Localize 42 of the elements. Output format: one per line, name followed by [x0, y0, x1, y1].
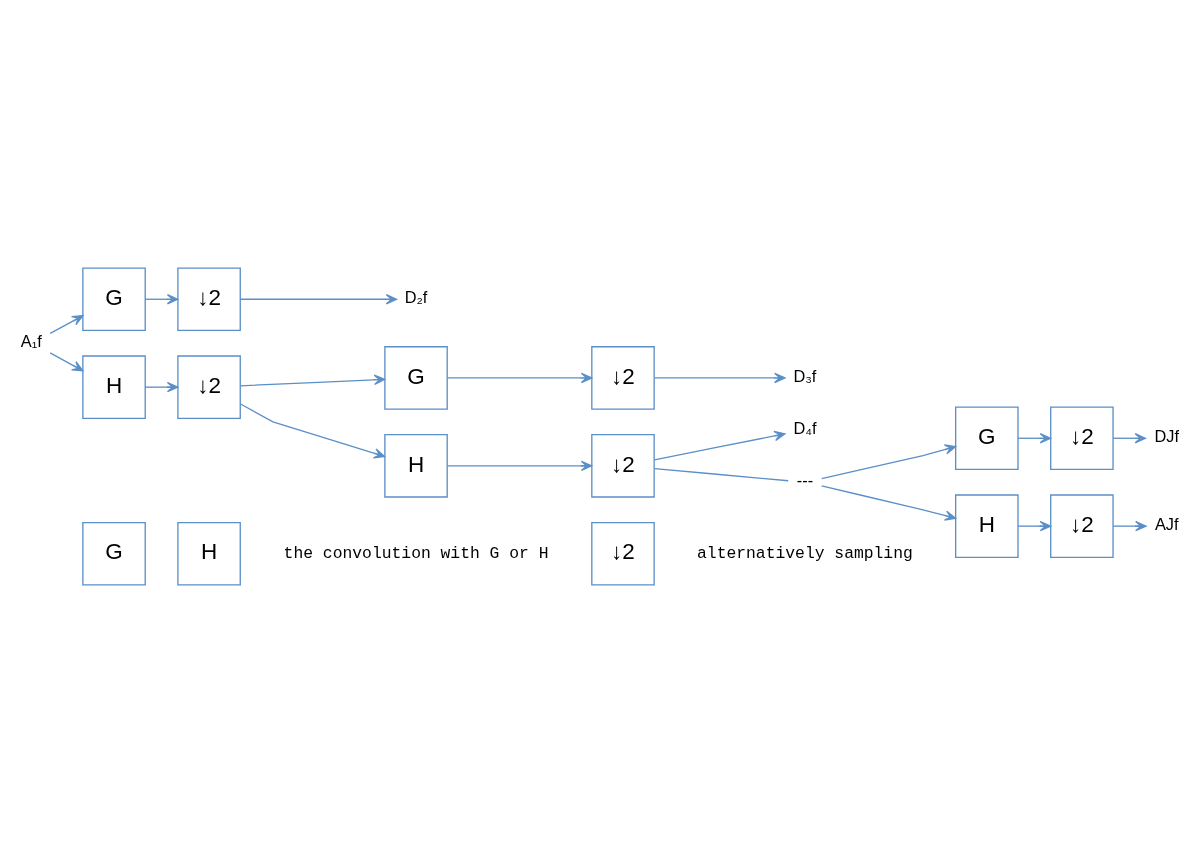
- node-box: G: [82, 266, 146, 331]
- arrow: [653, 430, 786, 460]
- arrow: [1017, 432, 1052, 443]
- node-text: AJf: [1154, 514, 1179, 533]
- arrow: [653, 372, 786, 383]
- node-box: G: [384, 345, 448, 410]
- arrow: [49, 351, 84, 371]
- arrow: [239, 402, 386, 458]
- node-box: ↓2: [177, 354, 241, 419]
- node-text: A₁f: [20, 331, 42, 350]
- node-box: H: [177, 521, 241, 586]
- node-box: H: [955, 493, 1019, 558]
- connector: [653, 467, 789, 481]
- arrow: [144, 293, 179, 305]
- arrow: [1017, 520, 1052, 531]
- node-box: ↓2: [591, 433, 655, 498]
- arrow: [144, 381, 179, 392]
- node-box: ↓2: [1050, 493, 1114, 558]
- arrow: [49, 314, 84, 334]
- node-text: D₂f: [404, 287, 428, 306]
- node-box: H: [384, 433, 448, 498]
- arrow: [821, 484, 957, 521]
- node-box: ↓2: [177, 266, 241, 331]
- arrow: [1112, 520, 1147, 531]
- node-text: D₃f: [793, 366, 817, 385]
- arrow: [239, 293, 398, 305]
- label: the convolution with G or H: [283, 543, 549, 563]
- node-box: ↓2: [591, 345, 655, 410]
- arrow: [1112, 432, 1147, 443]
- node-text: DJf: [1154, 426, 1179, 445]
- node-box: ↓2: [591, 521, 655, 586]
- arrow: [239, 374, 386, 386]
- label: alternatively sampling: [697, 543, 913, 563]
- node-box: G: [955, 405, 1019, 470]
- arrow: [446, 460, 593, 471]
- arrow: [446, 372, 593, 383]
- node-text: ---: [796, 470, 814, 489]
- node-box: H: [82, 354, 146, 419]
- node-text: D₄f: [793, 418, 817, 437]
- arrow: [821, 443, 957, 479]
- node-box: ↓2: [1050, 405, 1114, 470]
- node-box: G: [82, 521, 146, 586]
